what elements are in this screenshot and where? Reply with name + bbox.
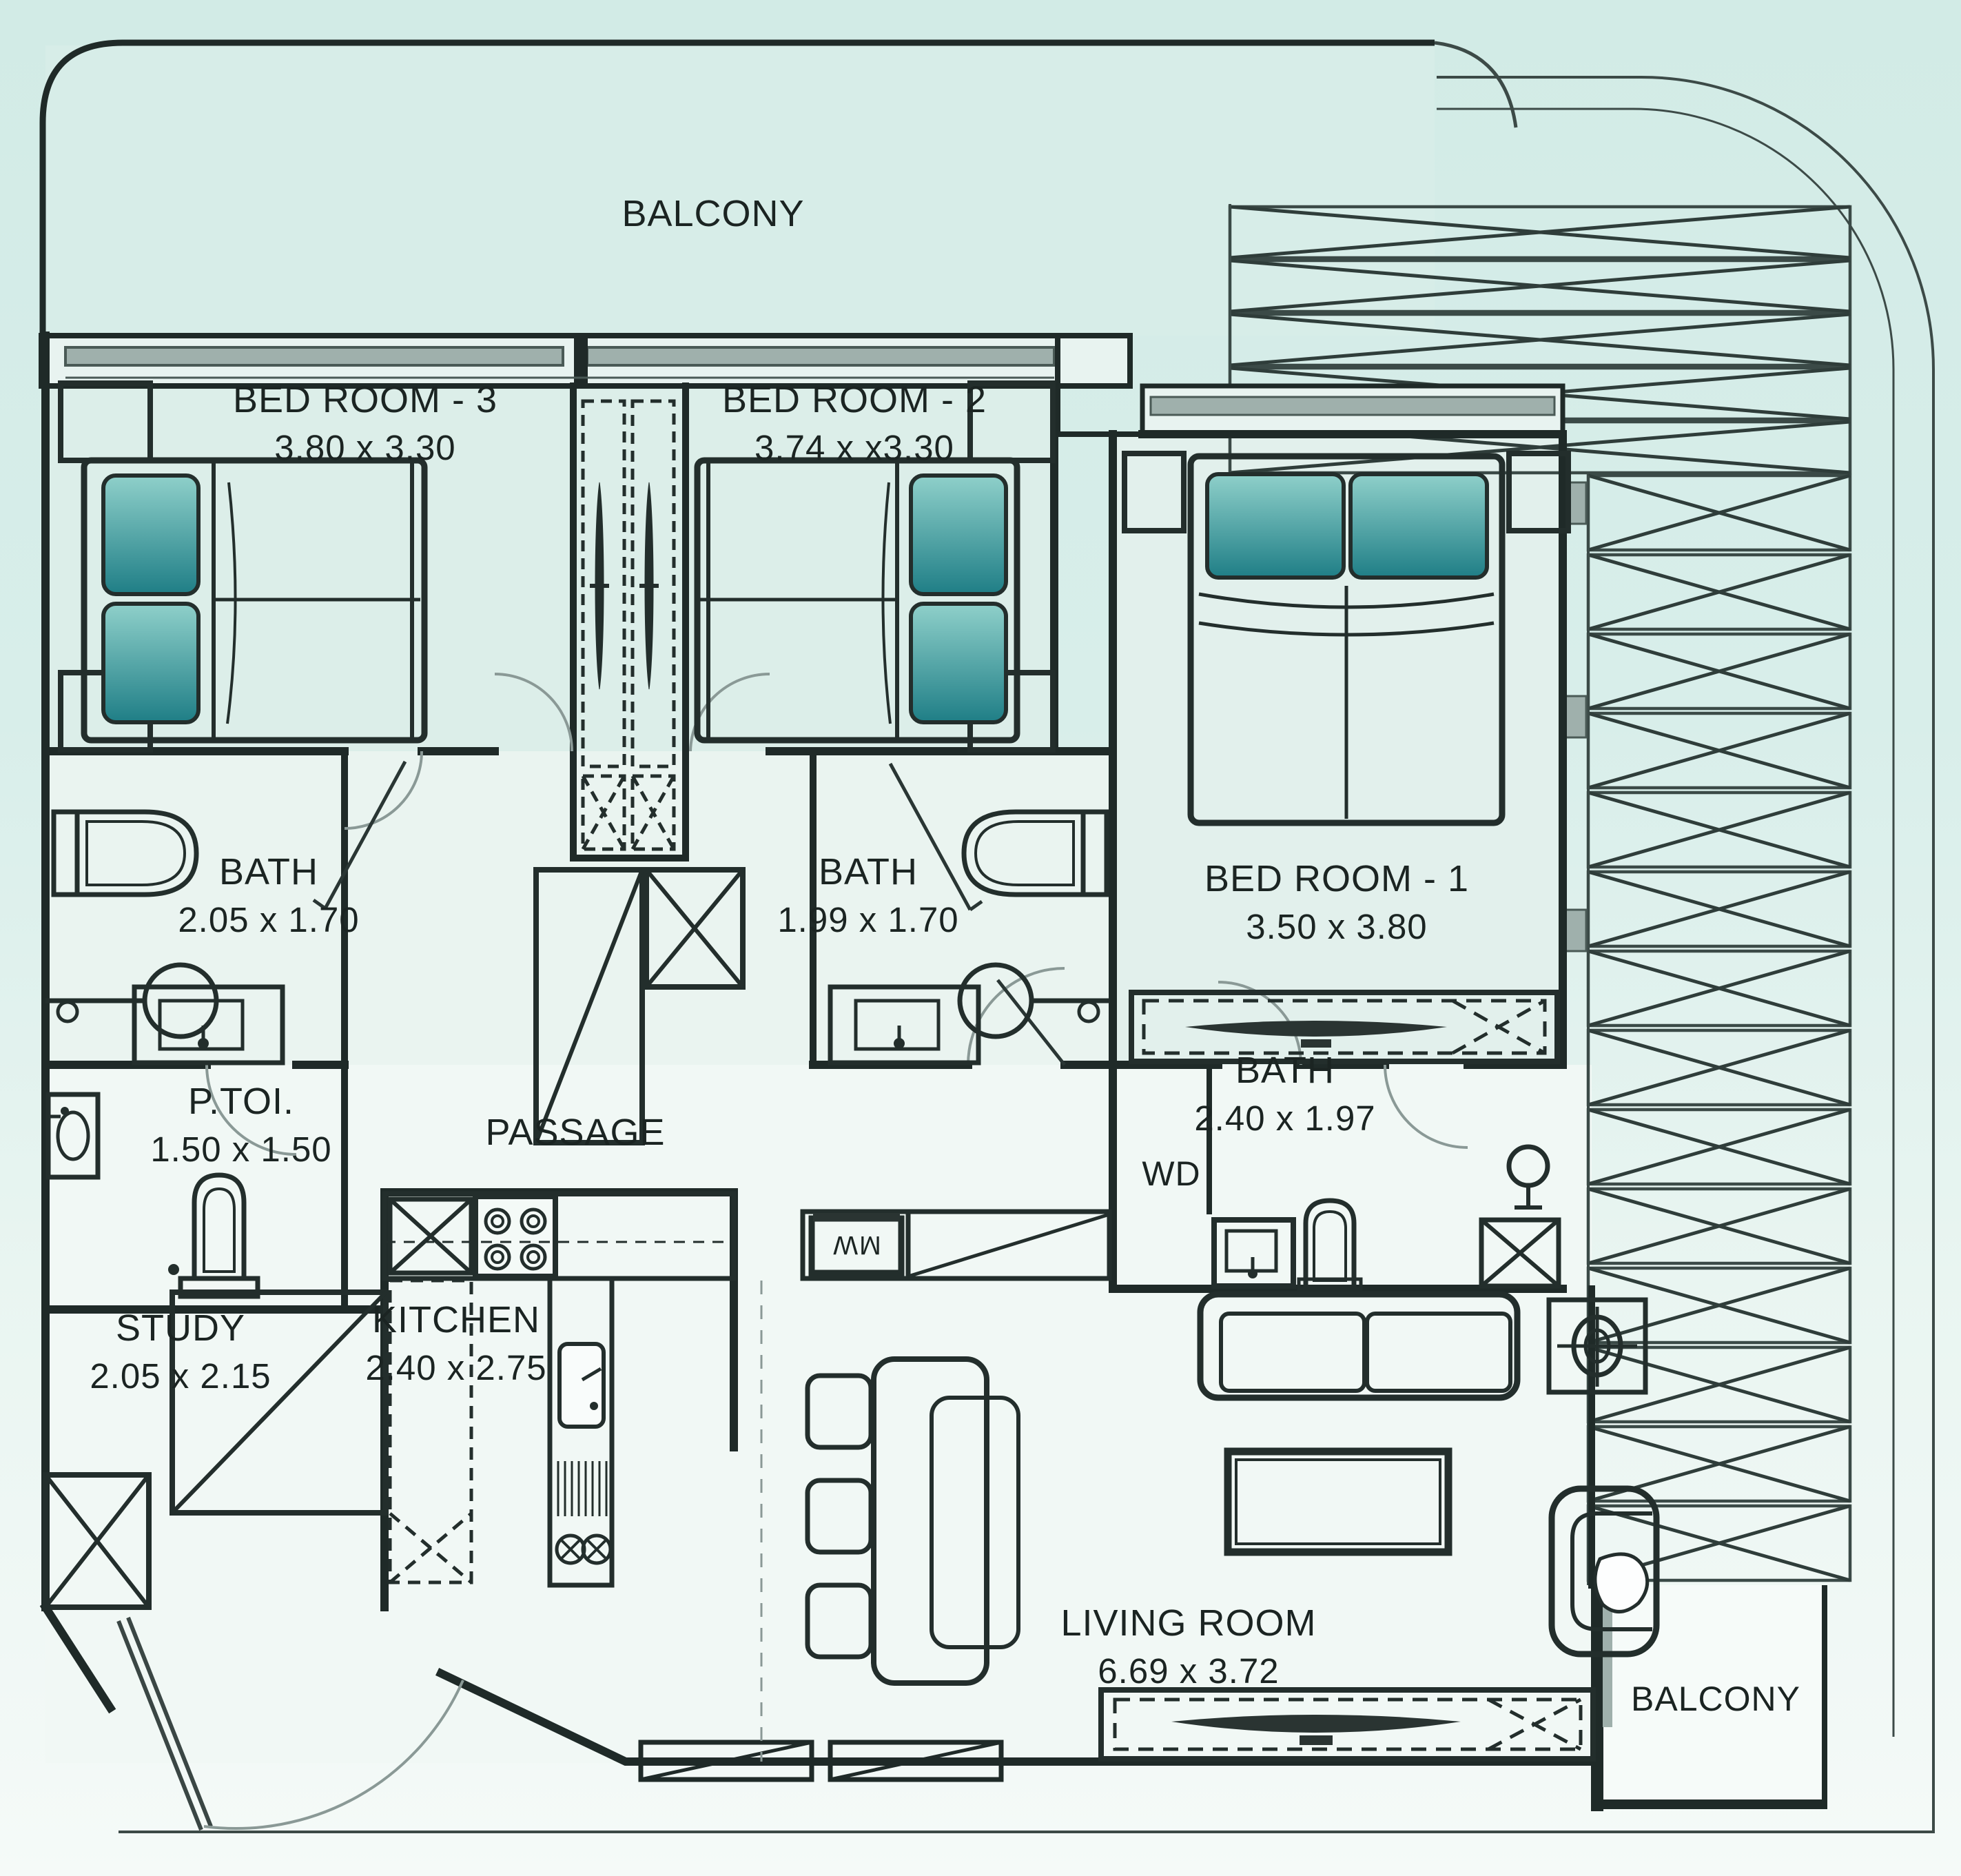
service-shafts: [533, 867, 746, 1145]
pillow-icon: [909, 473, 1008, 596]
hall-counter: [800, 1209, 1112, 1281]
study-furniture: [43, 1289, 389, 1610]
louver-screen-right: [1586, 473, 1852, 1585]
tv-icon: [1185, 1021, 1447, 1037]
dining-table-icon: [871, 1356, 989, 1686]
bath3-fixtures: [45, 809, 285, 1066]
window-band-bedroom1: [1055, 336, 1588, 952]
pillow-icon: [909, 602, 1008, 724]
door-swings: [205, 673, 1468, 1156]
bed-icon-bedroom3: [58, 380, 428, 753]
armchair-icon: [1548, 1485, 1660, 1658]
pillow-icon: [101, 602, 201, 724]
washbasin-icon: [828, 984, 981, 1066]
pillow-icon: [1348, 472, 1489, 580]
room-label-living-room: LIVING ROOM 6.69 x 3.72: [1060, 1602, 1317, 1691]
bed-icon-bedroom2: [694, 380, 1056, 753]
shower-partitions: [312, 760, 1066, 1066]
label-washer-dryer: WD: [1142, 1154, 1201, 1193]
balcony-top-walls: [39, 39, 1435, 336]
kitchen-fixtures: [382, 1191, 737, 1588]
coffee-table-icon: [1224, 1447, 1452, 1556]
pillow-icon: [1205, 472, 1346, 580]
room-label-bath-bedroom2: BATH 1.99 x 1.70: [777, 851, 959, 939]
sofa-icon: [1197, 1291, 1521, 1401]
pillow-icon: [101, 473, 201, 596]
tv-icon: [1171, 1715, 1461, 1733]
floor-fills: [45, 45, 1826, 1806]
room-label-bath-bedroom1: BATH 2.40 x 1.97: [1194, 1050, 1376, 1138]
tv-console-living: [1098, 1687, 1596, 1762]
balcony-bottom-walls: [1591, 1585, 1827, 1811]
tv-console-bedroom1: [1129, 990, 1560, 1064]
cushion-icon: [1593, 1552, 1650, 1613]
room-label-bedroom1: BED ROOM - 1 3.50 x 3.80: [1204, 858, 1470, 946]
powder-toilet-fixtures: [45, 1092, 260, 1299]
living-room-furniture: [805, 1291, 1660, 1686]
room-label-bedroom2: BED ROOM - 2 3.74 x x3.30: [721, 379, 987, 467]
window-band-bedrooms: [39, 333, 1133, 389]
room-label-powder-toilet: P.TOI. 1.50 x 1.50: [150, 1081, 332, 1169]
ceiling-fan-icon: [1546, 1297, 1648, 1395]
room-label-balcony-top: BALCONY: [622, 193, 805, 234]
bath2-fixtures: [828, 809, 1109, 1066]
room-label-passage: PASSAGE: [485, 1112, 666, 1153]
kitchen-sink-icon: [557, 1342, 606, 1429]
study-desk-icon: [170, 1289, 389, 1516]
nightstand-icon: [1122, 451, 1187, 533]
room-label-bath-bedroom3: BATH 2.05 x 1.70: [178, 851, 360, 939]
toilet-icon: [192, 1172, 247, 1281]
toilet-icon: [1303, 1198, 1357, 1290]
room-label-kitchen: KITCHEN 2.40 x 2.75: [365, 1299, 547, 1387]
label-microwave: MW: [832, 1230, 881, 1259]
wardrobe-icon: [581, 399, 676, 851]
room-label-study: STUDY 2.05 x 2.15: [90, 1307, 271, 1396]
bath1-fixtures: [1211, 1144, 1561, 1291]
room-label-balcony-bottom-right: BALCONY: [1631, 1680, 1800, 1718]
washbasin-icon: [45, 1092, 101, 1180]
room-label-bedroom3: BED ROOM - 3 3.80 x 3.30: [232, 379, 498, 467]
site-boundary: [119, 41, 1935, 1833]
nightstand-icon: [1506, 451, 1571, 533]
bed-icon-bedroom1: [1122, 451, 1571, 826]
washbasin-icon: [132, 984, 285, 1066]
washbasin-icon: [1211, 1217, 1296, 1289]
bottom-wall-vents: [638, 1740, 1004, 1782]
entrance-door: [116, 1616, 464, 1831]
